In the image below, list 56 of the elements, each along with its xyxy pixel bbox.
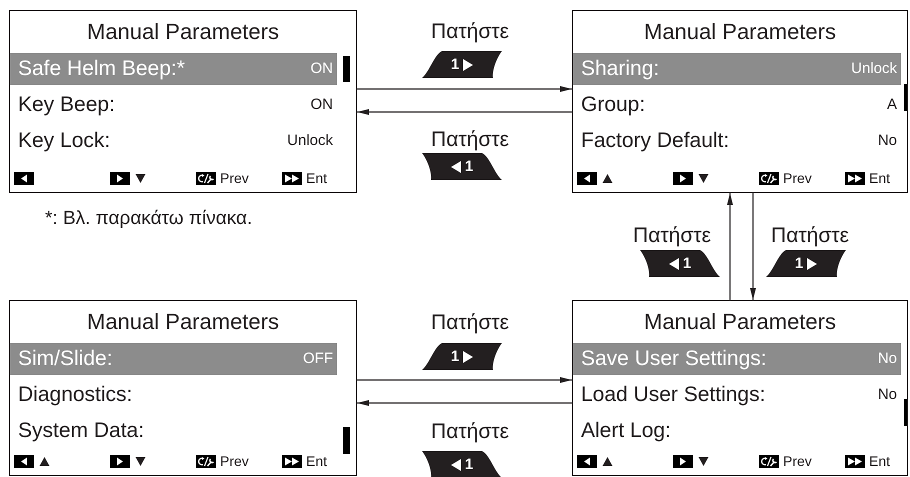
arrow [357,377,572,383]
menu-item: Sharing: [581,56,660,82]
menu-item: Load User Settings: [581,382,766,408]
edge-label: Πατήστε [430,311,510,335]
menu-value: OFF [303,349,333,369]
edge-label: Πατήστε [430,420,510,444]
arrow [357,400,572,406]
menu-item: Key Lock: [18,128,110,154]
menu-screen [9,300,357,476]
key-number: 1 [450,56,460,74]
menu-item: Key Beep: [18,92,115,118]
edge-label: Πατήστε [430,20,510,44]
footer-label: Prev [783,453,812,469]
menu-value: No [878,385,897,405]
arrow [357,86,572,92]
menu-item: Safe Helm Beep:* [18,56,185,82]
menu-item: Factory Default: [581,128,730,154]
menu-value: Unlock [287,131,333,151]
key-number: 1 [450,348,460,366]
footer-label: Ent [869,453,890,469]
footer-label: Ent [306,170,328,186]
footer-label: Prev [220,170,249,186]
screen-title: Manual Parameters [86,308,280,336]
menu-value: No [878,131,897,151]
menu-value: ON [310,95,333,115]
screen-title: Manual Parameters [86,18,280,46]
edge-label: Πατήστε [632,224,712,248]
screen-title: Manual Parameters [643,18,837,46]
key-number: 1 [464,158,474,176]
footer-label: Prev [220,453,249,469]
arrow [357,109,572,115]
arrow [727,193,733,300]
menu-screen [572,300,908,476]
menu-value: A [886,95,897,115]
footer-label: Ent [869,170,890,186]
menu-item: Group: [581,92,646,118]
key-number: 1 [794,254,804,272]
screen-title: Manual Parameters [643,308,837,336]
menu-value: ON [310,59,333,79]
key-number: 1 [682,254,692,272]
edge-label: Πατήστε [770,224,850,248]
menu-value: Unlock [851,59,897,79]
menu-item: Diagnostics: [18,382,132,408]
key-number: 1 [464,456,474,474]
menu-item: Alert Log: [581,418,671,444]
menu-item: Save User Settings: [581,346,767,372]
menu-value: No [878,349,897,369]
footer-label: Prev [783,170,812,186]
menu-item: Sim/Slide: [18,346,113,372]
arrow [750,193,756,300]
footnote: *: Βλ. παρακάτω πίνακα. [45,207,252,231]
footer-label: Ent [306,453,328,469]
edge-label: Πατήστε [430,128,510,152]
menu-item: System Data: [18,418,144,444]
menu-screen [572,10,908,193]
menu-screen [9,10,357,193]
